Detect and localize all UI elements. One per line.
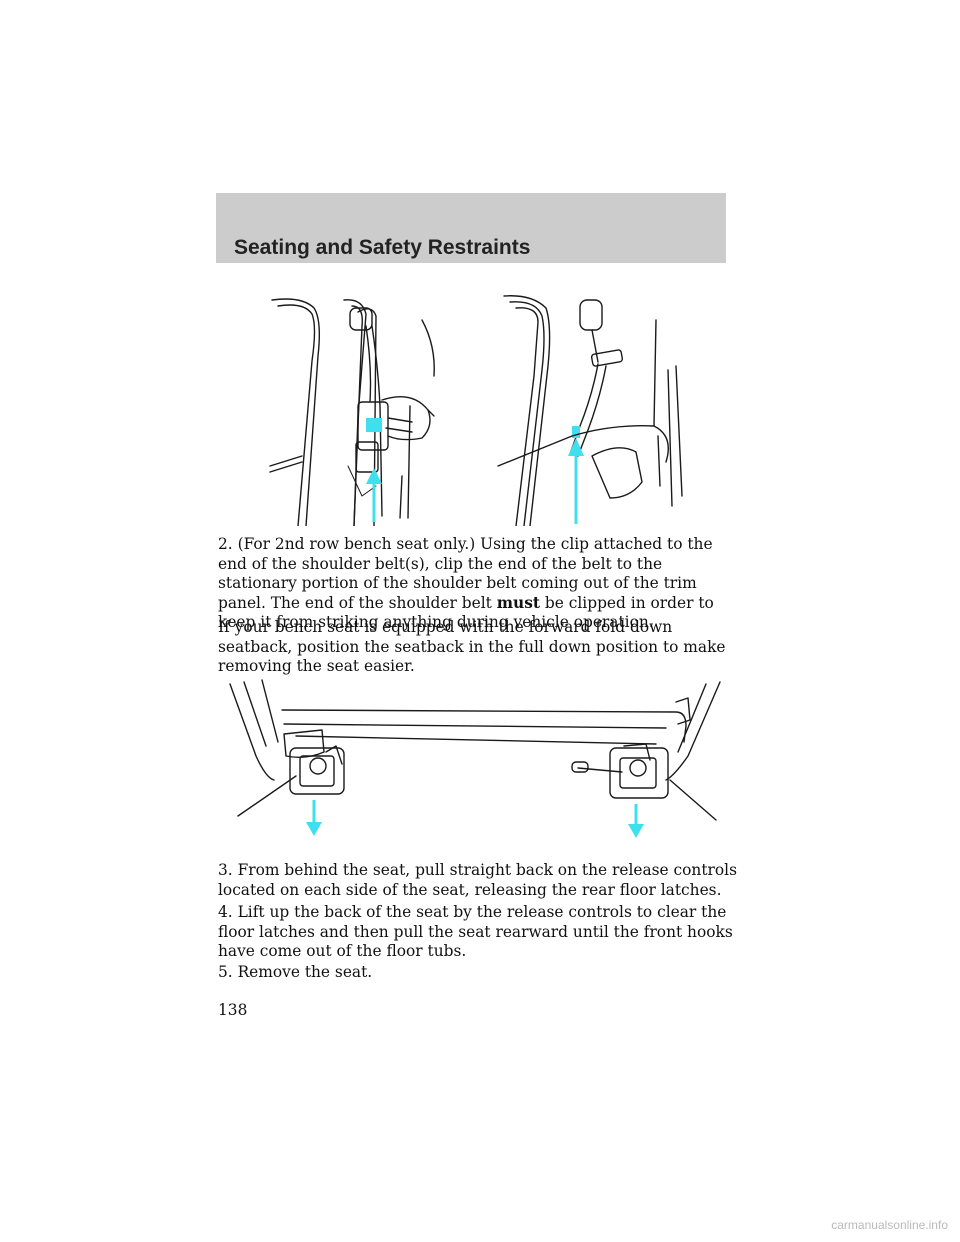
section-title: Seating and Safety Restraints (234, 236, 531, 259)
step-2-text: 2. (For 2nd row bench seat only.) Using … (218, 535, 713, 612)
step-2-paragraph: 2. (For 2nd row bench seat only.) Using … (218, 535, 738, 633)
step-5-paragraph: 5. Remove the seat. (218, 963, 373, 981)
fold-down-note: If your bench seat is equipped with the … (218, 618, 726, 675)
floor-latch-illustration (229, 679, 721, 838)
step-3-paragraph: 3. From behind the seat, pull straight b… (218, 861, 737, 899)
page-number: 138 (218, 1001, 248, 1019)
section-header-band: Seating and Safety Restraints (216, 193, 726, 263)
step-2-emphasis: must (496, 593, 540, 612)
step-2-text-continued: be clipped in order to keep it from stri… (218, 593, 714, 632)
step-4-paragraph: 4. Lift up the back of the seat by the r… (218, 903, 733, 960)
shoulder-belt-clip-illustration (269, 295, 683, 526)
watermark: carmanualsonline.info (831, 1218, 948, 1232)
